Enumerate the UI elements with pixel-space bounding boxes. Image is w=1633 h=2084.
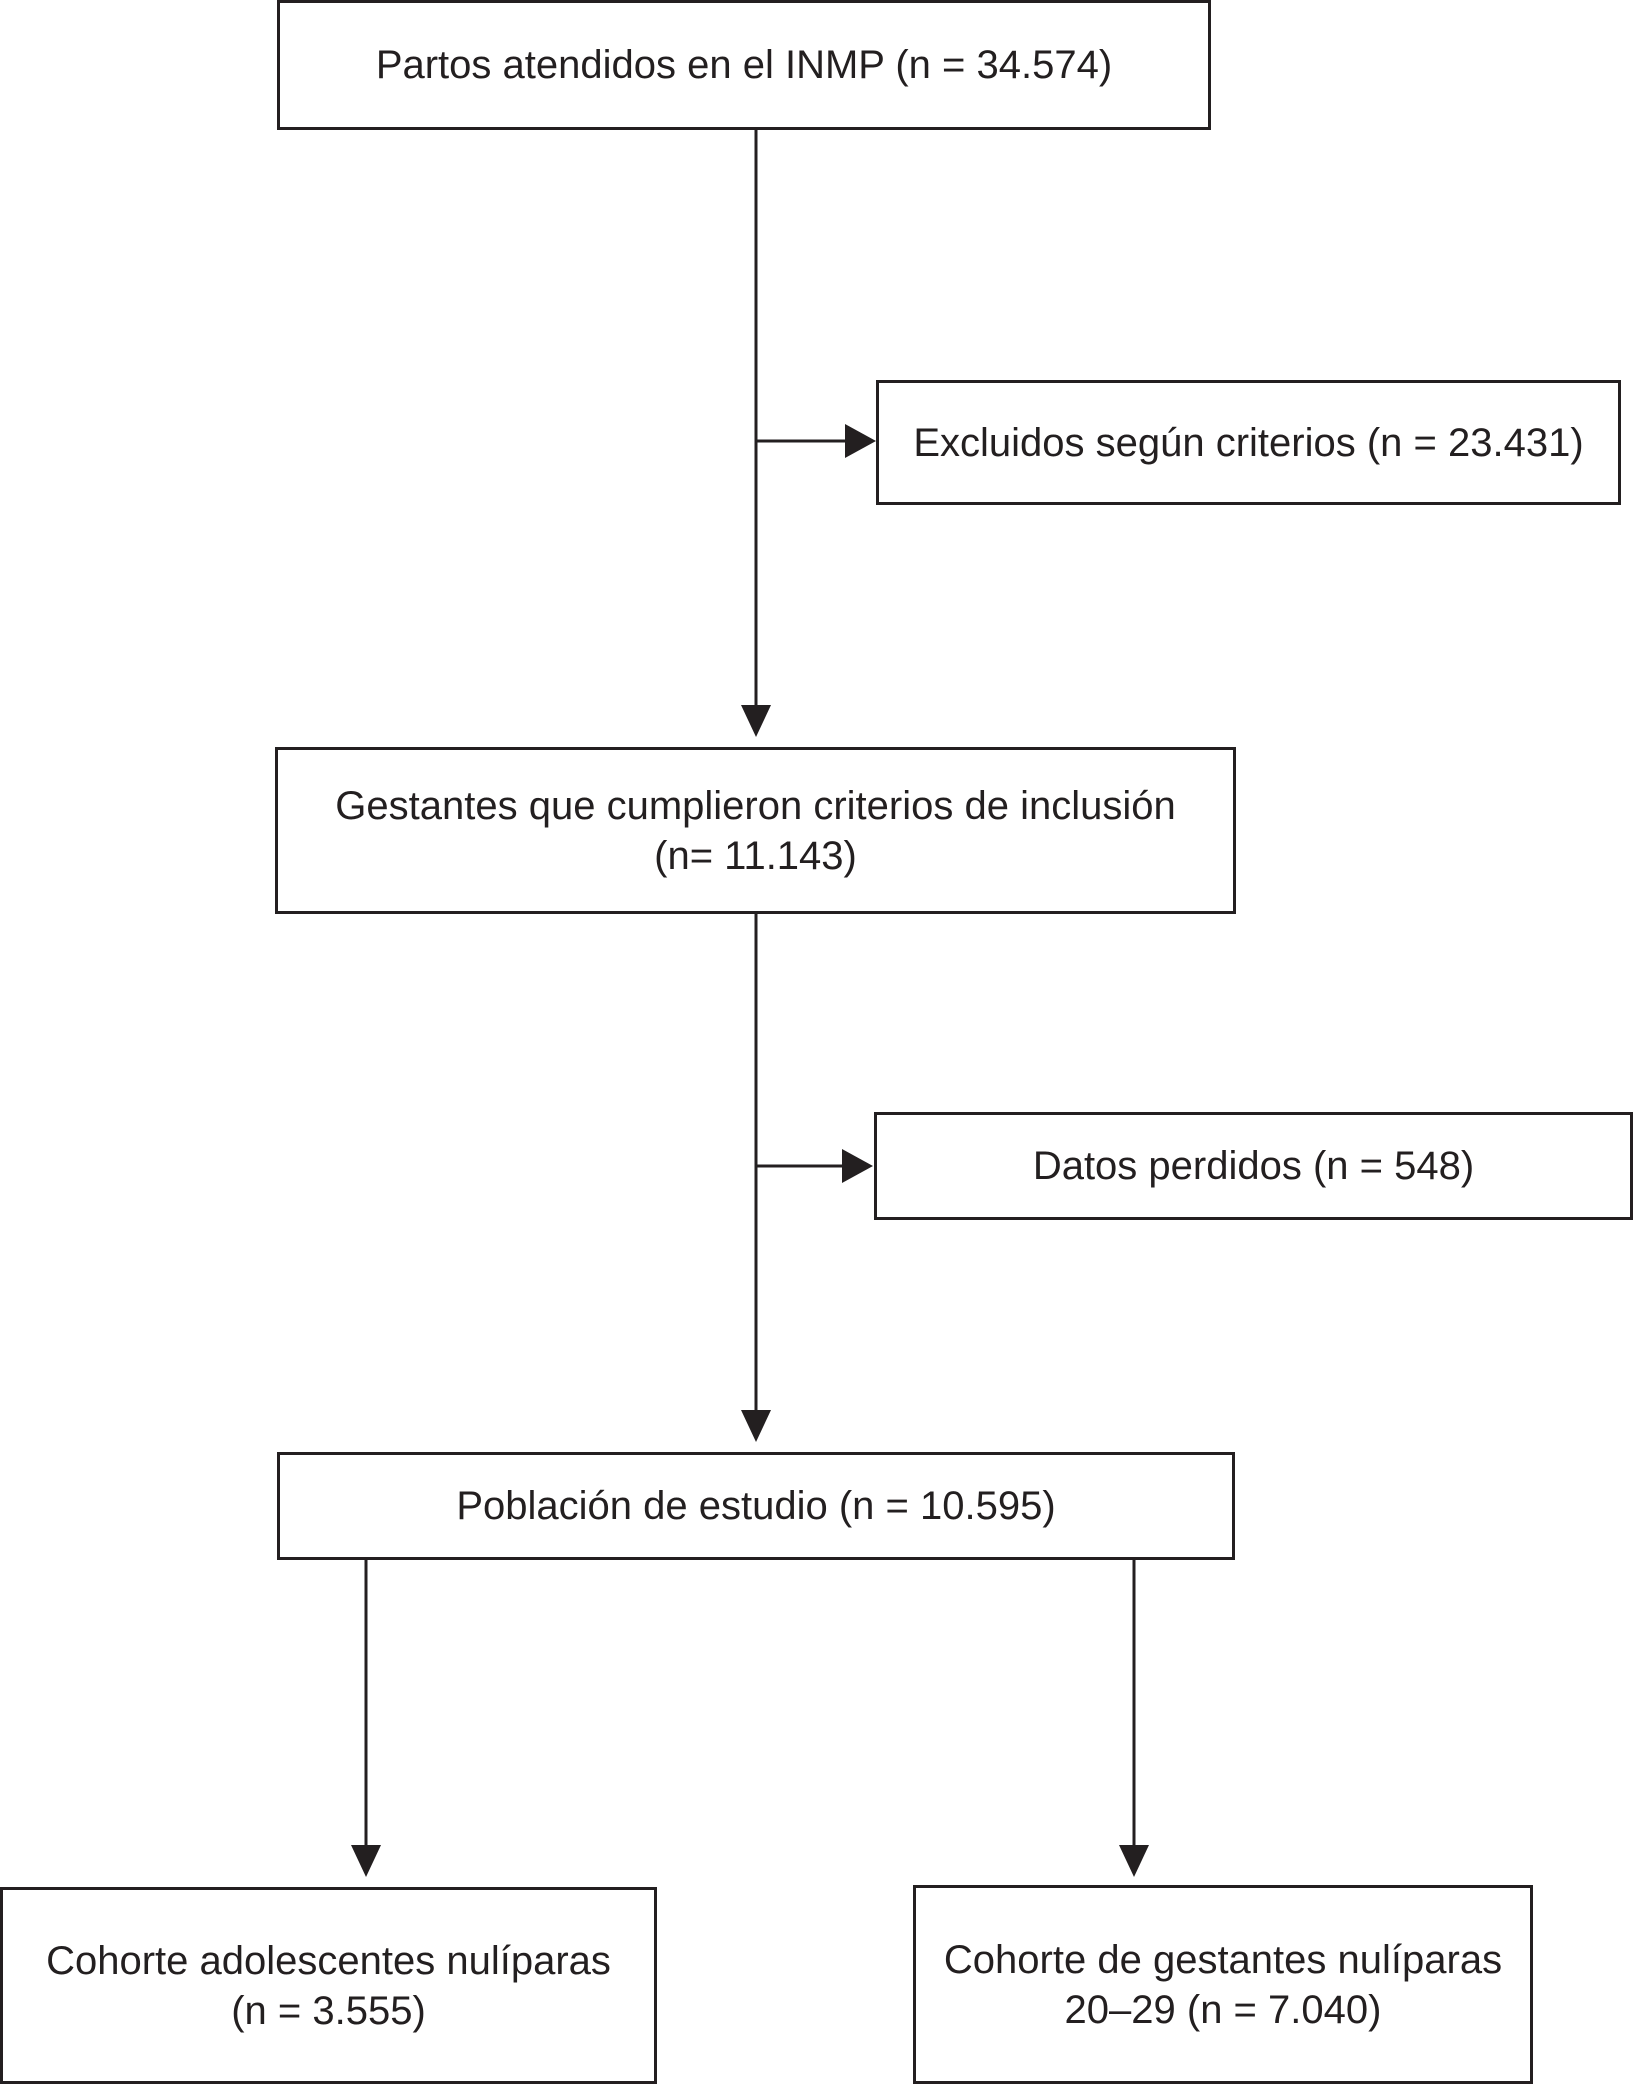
box-total-births-text: Partos atendidos en el INMP (n = 34.574): [375, 43, 1113, 87]
box-cohort-adults: Cohorte de gestantes nulíparas 20–29 (n …: [913, 1885, 1533, 2084]
arrowhead-cohort-adolescents: [351, 1845, 381, 1877]
box-excluded: Excluidos según criterios (n = 23.431): [876, 380, 1621, 505]
box-study-population: Población de estudio (n = 10.595): [277, 1452, 1235, 1560]
box-eligible-line1: Gestantes que cumplieron criterios de in…: [335, 783, 1176, 828]
box-excluded-text: Excluidos según criterios (n = 23.431): [913, 420, 1584, 465]
box-study-population-text: Población de estudio (n = 10.595): [456, 1484, 1056, 1528]
arrowhead-eligible: [741, 705, 771, 737]
box-cohort-adults-line2: 20–29 (n = 7.040): [1064, 1987, 1382, 2032]
box-cohort-adolescents-line1: Cohorte adolescentes nulíparas: [46, 1938, 611, 1983]
arrowhead-cohort-adults: [1119, 1845, 1149, 1877]
box-cohort-adolescents-line2: (n = 3.555): [231, 1988, 426, 2033]
box-total-births: Partos atendidos en el INMP (n = 34.574): [277, 0, 1211, 130]
box-cohort-adolescents: Cohorte adolescentes nulíparas (n = 3.55…: [0, 1887, 657, 2084]
box-eligible-line2: (n= 11.143): [654, 833, 857, 878]
arrowhead-missing: [842, 1149, 873, 1183]
box-missing-data: Datos perdidos (n = 548): [874, 1112, 1633, 1220]
box-missing-data-text: Datos perdidos (n = 548): [1032, 1144, 1475, 1188]
box-eligible: Gestantes que cumplieron criterios de in…: [275, 747, 1236, 914]
box-cohort-adults-line1: Cohorte de gestantes nulíparas: [943, 1937, 1503, 1982]
arrowhead-study: [741, 1410, 771, 1442]
arrowhead-excluded: [845, 424, 876, 458]
